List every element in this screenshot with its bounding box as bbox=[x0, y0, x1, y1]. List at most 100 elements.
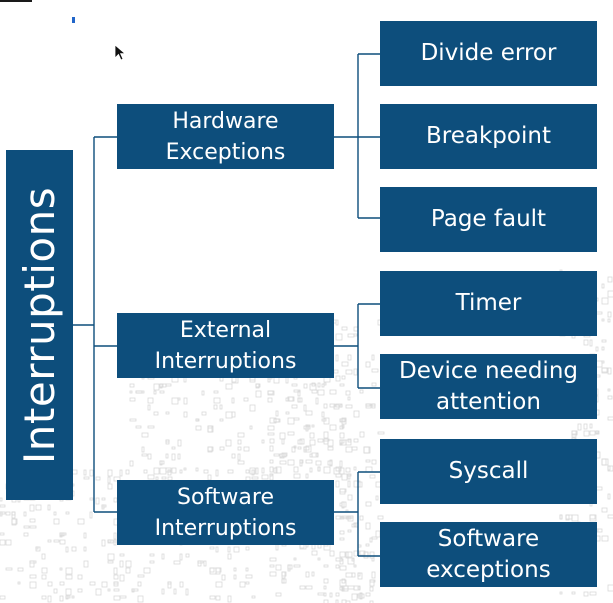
pattern-cell bbox=[365, 522, 371, 530]
pattern-cell bbox=[59, 595, 64, 602]
pattern-cell bbox=[377, 431, 385, 435]
pattern-cell bbox=[29, 525, 37, 529]
pattern-cell bbox=[5, 539, 12, 546]
pattern-cell bbox=[41, 567, 48, 574]
pattern-cell bbox=[607, 416, 613, 421]
pattern-cell bbox=[113, 532, 117, 540]
pattern-cell bbox=[231, 411, 236, 418]
pattern-cell bbox=[135, 390, 143, 394]
pattern-cell bbox=[203, 560, 207, 567]
pattern-cell bbox=[233, 574, 237, 580]
pattern-cell bbox=[365, 403, 372, 407]
pattern-cell bbox=[243, 397, 249, 402]
pattern-cell bbox=[255, 383, 260, 388]
pattern-cell bbox=[369, 600, 374, 603]
pattern-cell bbox=[161, 588, 165, 595]
pattern-cell bbox=[129, 383, 135, 388]
pattern-cell bbox=[321, 411, 325, 418]
pattern-cell bbox=[311, 452, 319, 458]
pattern-cell bbox=[185, 553, 190, 558]
pattern-cell bbox=[101, 581, 108, 588]
pattern-cell bbox=[165, 411, 170, 415]
pattern-cell bbox=[305, 585, 313, 590]
pattern-cell bbox=[215, 595, 221, 601]
pattern-cell bbox=[0, 539, 6, 546]
pattern-cell bbox=[171, 467, 177, 474]
pattern-cell bbox=[113, 574, 119, 580]
pattern-cell bbox=[107, 476, 111, 484]
pattern-cell bbox=[297, 446, 302, 450]
pattern-cell bbox=[159, 390, 165, 394]
pattern-cell bbox=[273, 467, 278, 474]
pattern-cell bbox=[153, 390, 157, 395]
pattern-cell bbox=[143, 567, 151, 574]
pattern-cell bbox=[65, 574, 73, 580]
pattern-cell bbox=[589, 514, 596, 520]
pattern-cell bbox=[29, 504, 35, 512]
pattern-cell bbox=[369, 537, 373, 543]
pattern-cell bbox=[339, 579, 347, 587]
pattern-cell bbox=[601, 283, 605, 289]
pattern-cell bbox=[171, 397, 179, 405]
pattern-cell bbox=[11, 511, 16, 519]
pattern-cell bbox=[203, 469, 209, 474]
pattern-cell bbox=[601, 458, 609, 466]
pattern-cell bbox=[353, 466, 357, 471]
pattern-cell bbox=[607, 395, 613, 400]
pattern-cell bbox=[17, 567, 24, 572]
pattern-cell bbox=[353, 550, 360, 557]
pattern-cell bbox=[249, 467, 256, 475]
pattern-cell bbox=[303, 404, 307, 412]
pattern-cell bbox=[275, 592, 282, 597]
pattern-cell bbox=[323, 585, 327, 590]
pattern-cell bbox=[293, 417, 300, 421]
pattern-cell bbox=[53, 511, 57, 516]
pattern-cell bbox=[219, 418, 224, 422]
pattern-cell bbox=[269, 438, 275, 444]
pattern-cell bbox=[357, 586, 361, 590]
pattern-cell bbox=[173, 560, 181, 565]
pattern-cell bbox=[177, 439, 182, 447]
pattern-cell bbox=[245, 546, 250, 551]
pattern-cell bbox=[101, 539, 106, 547]
pattern-cell bbox=[287, 564, 293, 570]
pattern-cell bbox=[315, 460, 322, 466]
pattern-cell bbox=[329, 403, 336, 408]
pattern-cell bbox=[149, 553, 155, 557]
pattern-cell bbox=[29, 560, 35, 568]
pattern-cell bbox=[369, 551, 375, 559]
pattern-cell bbox=[35, 504, 42, 511]
pattern-cell bbox=[299, 585, 306, 590]
pattern-cell bbox=[601, 339, 607, 343]
pattern-cell bbox=[347, 354, 352, 361]
pattern-cell bbox=[351, 446, 358, 451]
pattern-cell bbox=[141, 453, 148, 457]
pattern-cell bbox=[29, 518, 36, 523]
pattern-cell bbox=[147, 404, 151, 411]
pattern-cell bbox=[77, 518, 85, 525]
pattern-cell bbox=[317, 438, 324, 443]
pattern-cell bbox=[179, 553, 183, 561]
pattern-cell bbox=[227, 553, 232, 560]
pattern-cell bbox=[215, 469, 219, 477]
pattern-cell bbox=[329, 459, 333, 467]
pattern-cell bbox=[167, 469, 172, 476]
pattern-cell bbox=[269, 557, 277, 562]
pattern-cell bbox=[269, 417, 277, 424]
node-label-line: Software bbox=[437, 525, 540, 552]
pattern-cell bbox=[279, 460, 287, 465]
pattern-cell bbox=[335, 592, 340, 597]
pattern-cell bbox=[195, 467, 199, 472]
pattern-cell bbox=[267, 397, 273, 403]
node-software-interruptions: Software Interruptions bbox=[117, 480, 334, 545]
node-label-line: Interruptions bbox=[154, 348, 297, 374]
pattern-cell bbox=[607, 388, 611, 392]
pattern-cell bbox=[267, 432, 275, 436]
pattern-cell bbox=[227, 546, 231, 553]
pattern-cell bbox=[291, 383, 298, 387]
pattern-cell bbox=[323, 592, 327, 597]
top-edge-mark bbox=[0, 0, 32, 2]
pattern-cell bbox=[213, 404, 218, 410]
pattern-cell bbox=[371, 571, 376, 579]
pattern-cell bbox=[329, 424, 337, 431]
